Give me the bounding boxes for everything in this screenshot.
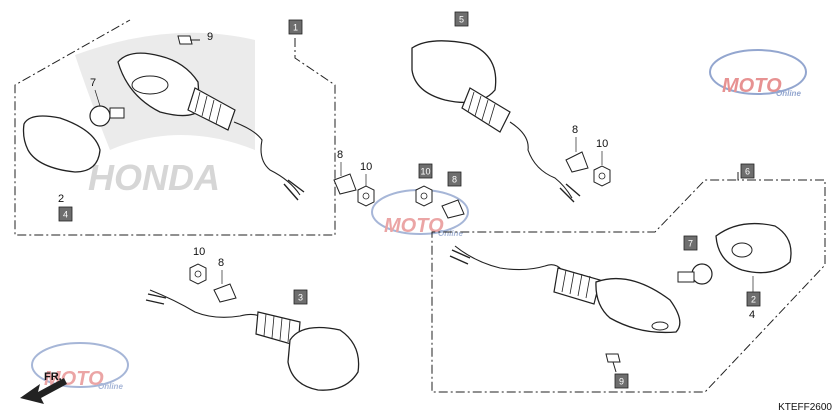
nut [357,185,375,207]
group-6-boundary [431,172,826,393]
moto-logo-text-center: MOTO [384,215,444,237]
part-box-6 [740,163,755,179]
callout-10: 10 [596,138,608,150]
callout-10: 10 [360,161,372,173]
lens [287,326,360,391]
moto-logo-text: MOTO [722,75,782,97]
part-box-3 [293,289,308,305]
honda-watermark-text: HONDA [88,157,220,198]
boxed-callout-2 [746,291,761,307]
callout-4: 4 [749,309,755,321]
bulb [89,105,125,127]
moto-logo-subtext: Online [776,89,801,98]
boxed-callout-9-label: 9 [619,377,624,387]
front-arrow-label: FR. [44,371,62,383]
group-6-turn-signal: 6 7 2 4 9 [431,163,826,393]
moto-logo-subtext-center: Online [438,229,463,238]
bracket [441,199,465,219]
wire-harness [509,121,573,199]
front-arrow: FR. [20,371,67,404]
boxed-callout-10 [418,163,433,179]
boxed-callout-7-label: 7 [688,239,693,249]
lens [715,222,792,274]
callout-2: 2 [58,193,64,205]
callout-8: 8 [572,124,578,136]
group-1-boundary [14,19,336,236]
bracket [565,151,589,173]
callout-9: 9 [207,31,213,43]
callout-7: 7 [90,77,96,89]
boxed-callout-8 [447,171,462,187]
group-mid-right-hardware: 10 8 [415,163,465,219]
screw [605,353,621,373]
boxed-callout-9 [614,373,629,389]
moto-logo-watermark-bottom: MOTO Online [31,342,129,391]
part-box-1-label: 1 [293,23,298,33]
moto-logo-watermark: MOTO Online [709,49,807,98]
boxed-callout-4 [58,206,73,222]
lens [22,115,101,173]
part-box-5-label: 5 [459,15,464,25]
callout-8: 8 [337,149,343,161]
group-mid-left-hardware: 8 10 [333,149,375,207]
boxed-callout-2-label: 2 [751,295,756,305]
wire-harness [149,289,263,319]
callout-8: 8 [218,257,224,269]
wire-harness [454,245,563,271]
screw [177,35,200,45]
callout-10: 10 [193,246,205,258]
boxed-callout-4-label: 4 [63,210,68,220]
boxed-callout-10-label: 10 [420,167,430,177]
part-box-3-label: 3 [298,293,303,303]
part-box-6-label: 6 [745,167,750,177]
bracket [213,283,237,303]
bulb [677,263,713,285]
nut [593,165,611,187]
bracket [333,173,357,195]
diagram-code: KTEFF2600 [778,402,832,413]
nut [415,185,433,207]
part-box-1 [288,19,303,35]
turn-signal-housing [595,277,681,334]
part-box-5 [454,11,469,27]
lens [411,40,497,104]
group-1-turn-signal: 1 9 7 2 4 [14,19,336,236]
boxed-callout-7 [683,235,698,251]
wire-harness [233,121,301,196]
nut [189,263,207,285]
group-5-turn-signal: 5 8 10 [411,11,611,203]
boxed-callout-8-label: 8 [452,175,457,185]
moto-logo-subtext-bottom: Online [98,382,123,391]
group-3-turn-signal: 3 10 8 [145,246,360,391]
